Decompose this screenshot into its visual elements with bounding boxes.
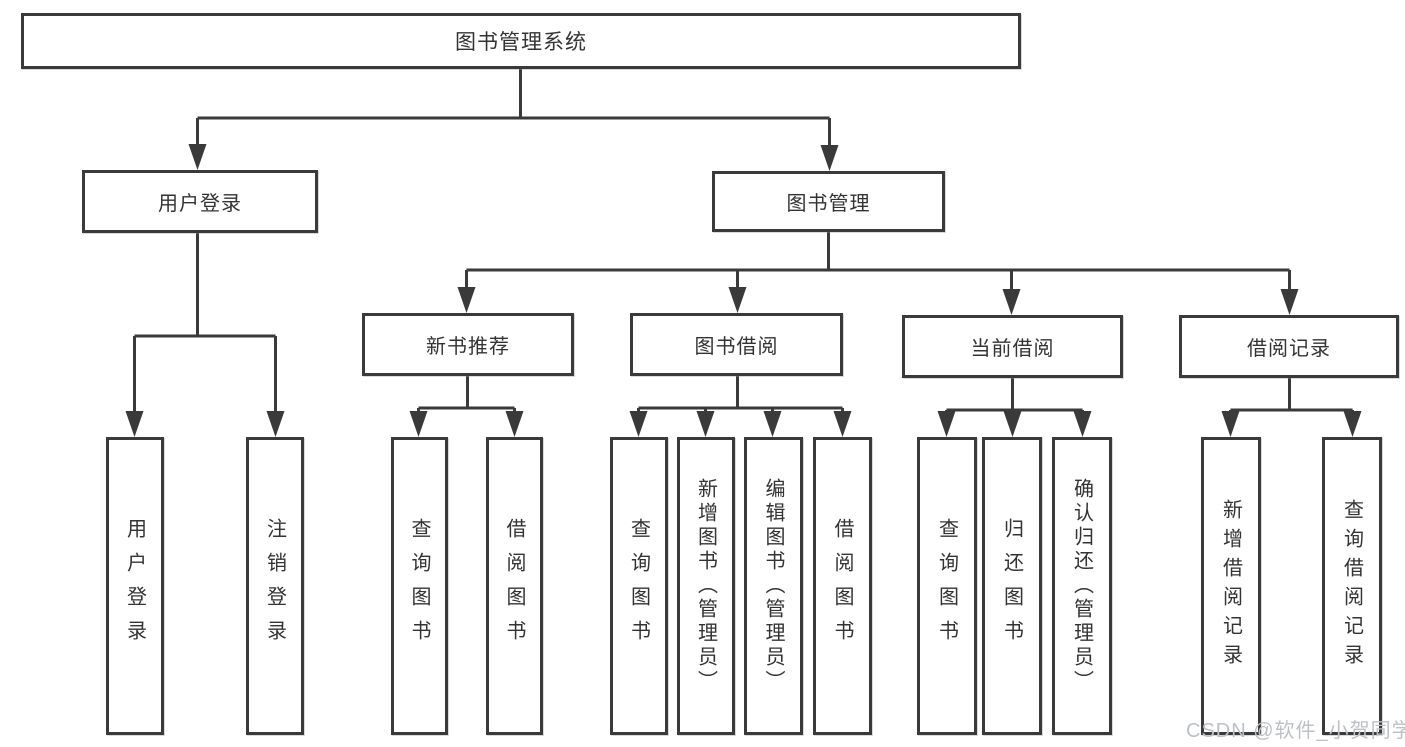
node-user-login: 用户登录	[82, 170, 318, 233]
node-label: 新增借阅记录	[1219, 499, 1242, 673]
node-label: 用户登录	[158, 193, 242, 215]
node-label: 图书借阅	[694, 336, 779, 358]
node-label: 借阅图书	[503, 518, 525, 654]
node-label: 查询图书	[408, 518, 430, 654]
leaf-query-borrow-record: 查询借阅记录	[1322, 437, 1382, 735]
node-root-system: 图书管理系统	[21, 13, 1021, 69]
leaf-query-books-recommend: 查询图书	[391, 437, 448, 735]
leaf-logout: 注销登录	[246, 437, 304, 735]
node-label: 确认归还（管理员）	[1070, 478, 1093, 694]
leaf-borrow-books: 借阅图书	[813, 437, 872, 735]
node-book-management: 图书管理	[712, 171, 945, 232]
node-label: 图书管理系统	[455, 31, 587, 54]
node-label: 新增图书（管理员）	[694, 478, 717, 694]
leaf-add-borrow-record: 新增借阅记录	[1201, 437, 1261, 735]
node-label: 注销登录	[263, 518, 286, 654]
leaf-edit-books-admin: 编辑图书（管理员）	[744, 437, 803, 735]
node-label: 借阅图书	[831, 518, 853, 654]
leaf-query-books-current: 查询图书	[917, 437, 977, 735]
node-book-borrowing: 图书借阅	[630, 313, 843, 376]
node-label: 借阅记录	[1247, 338, 1331, 360]
leaf-return-books: 归还图书	[982, 437, 1042, 735]
node-new-book-recommend: 新书推荐	[362, 313, 574, 376]
leaf-add-books-admin: 新增图书（管理员）	[677, 437, 735, 735]
node-label: 查询图书	[627, 518, 650, 654]
node-label: 查询图书	[935, 518, 958, 654]
node-label: 归还图书	[1000, 518, 1023, 654]
node-label: 用户登录	[123, 518, 146, 654]
leaf-query-books-borrowing: 查询图书	[610, 437, 668, 735]
leaf-confirm-return-admin: 确认归还（管理员）	[1052, 437, 1112, 735]
node-label: 图书管理	[786, 193, 871, 215]
node-label: 编辑图书（管理员）	[762, 478, 784, 694]
leaf-borrow-books-recommend: 借阅图书	[486, 437, 543, 735]
node-label: 查询借阅记录	[1340, 499, 1363, 673]
node-borrowing-records: 借阅记录	[1179, 315, 1399, 378]
node-current-borrowing: 当前借阅	[902, 315, 1123, 378]
arrowheads	[125, 144, 1362, 437]
node-label: 当前借阅	[970, 338, 1055, 360]
node-label: 新书推荐	[426, 336, 510, 358]
csdn-watermark: CSDN @软件_小贺同学	[1186, 720, 1405, 742]
leaf-user-login: 用户登录	[106, 437, 164, 735]
